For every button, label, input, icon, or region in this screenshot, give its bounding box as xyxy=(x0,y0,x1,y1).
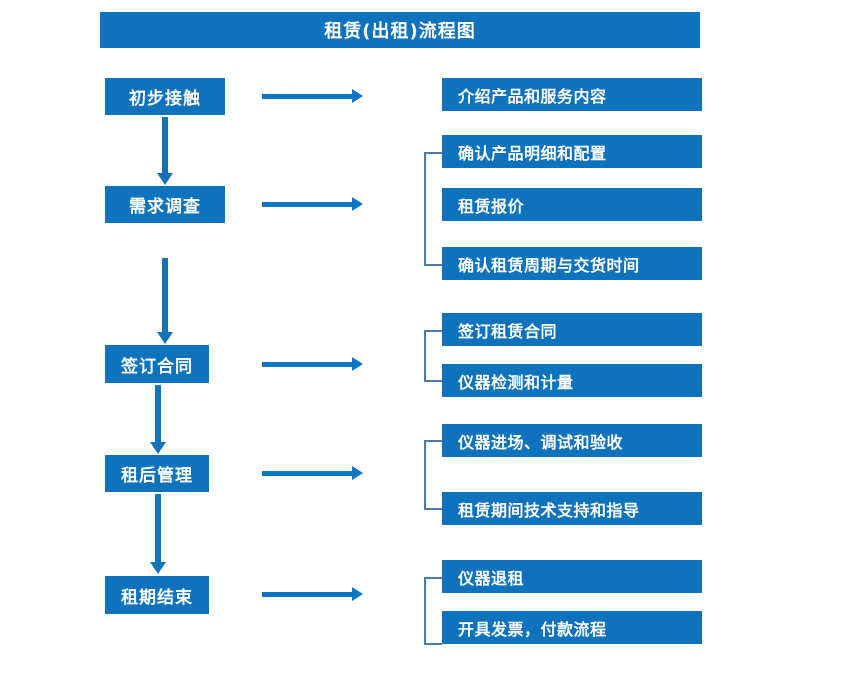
detail-box-3[interactable]: 租赁报价 xyxy=(442,188,702,221)
arrow-shaft xyxy=(162,117,168,173)
stage-box-2[interactable]: 需求调查 xyxy=(105,186,225,223)
arrow-shaft xyxy=(262,362,352,367)
arrow-shaft xyxy=(262,471,352,476)
arrow-head xyxy=(157,173,173,185)
arrow-shaft xyxy=(262,202,352,207)
horizontal-arrow-1 xyxy=(262,89,363,103)
horizontal-arrow-3 xyxy=(262,357,363,371)
arrow-head xyxy=(352,197,363,211)
detail-box-10[interactable]: 开具发票，付款流程 xyxy=(442,611,702,644)
arrow-head xyxy=(352,587,363,601)
vertical-arrow-2-to-3 xyxy=(157,258,173,344)
arrow-shaft xyxy=(262,94,352,99)
vertical-arrow-4-to-5 xyxy=(150,494,166,574)
detail-box-5[interactable]: 签订租赁合同 xyxy=(442,313,702,346)
arrow-shaft xyxy=(155,385,161,442)
arrow-head xyxy=(352,357,363,371)
vertical-arrow-3-to-4 xyxy=(150,385,166,454)
horizontal-arrow-2 xyxy=(262,197,363,211)
detail-box-7[interactable]: 仪器进场、调试和验收 xyxy=(442,424,702,457)
group-bracket-3 xyxy=(424,330,442,382)
arrow-shaft xyxy=(262,592,352,597)
arrow-head xyxy=(352,89,363,103)
arrow-head xyxy=(150,562,166,574)
detail-box-1[interactable]: 介绍产品和服务内容 xyxy=(442,78,702,111)
horizontal-arrow-5 xyxy=(262,587,363,601)
arrow-head xyxy=(352,466,363,480)
stage-box-3[interactable]: 签订合同 xyxy=(105,345,209,383)
vertical-arrow-1-to-2 xyxy=(157,117,173,185)
detail-box-2[interactable]: 确认产品明细和配置 xyxy=(442,135,702,168)
page-title: 租赁(出租)流程图 xyxy=(100,12,700,48)
arrow-head xyxy=(157,332,173,344)
detail-box-9[interactable]: 仪器退租 xyxy=(442,560,702,593)
stage-box-1[interactable]: 初步接触 xyxy=(105,78,225,115)
detail-box-8[interactable]: 租赁期间技术支持和指导 xyxy=(442,492,702,525)
stage-box-4[interactable]: 租后管理 xyxy=(105,455,209,492)
group-bracket-5 xyxy=(424,577,442,645)
group-bracket-2 xyxy=(424,152,442,266)
horizontal-arrow-4 xyxy=(262,466,363,480)
detail-box-6[interactable]: 仪器检测和计量 xyxy=(442,364,702,397)
group-bracket-4 xyxy=(424,440,442,510)
arrow-shaft xyxy=(162,258,168,332)
arrow-head xyxy=(150,442,166,454)
arrow-shaft xyxy=(155,494,161,562)
detail-box-4[interactable]: 确认租赁周期与交货时间 xyxy=(442,247,702,280)
stage-box-5[interactable]: 租期结束 xyxy=(105,576,209,614)
